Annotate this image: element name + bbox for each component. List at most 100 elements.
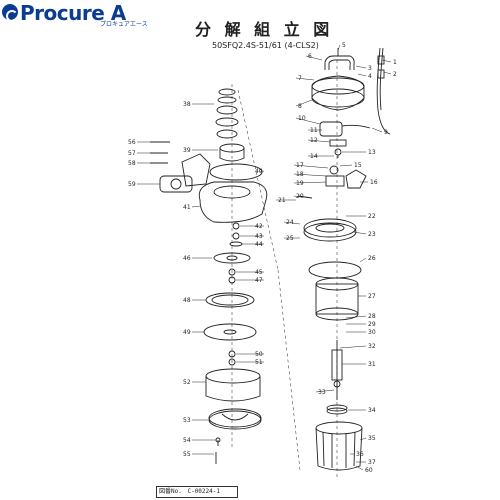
part-number-label: 19 [296, 180, 304, 187]
model-number: 50SFQ2.4S-51/61 (4-CLS2) [212, 41, 319, 50]
gland-parts [319, 121, 371, 158]
drawing-number-value: C-00224-1 [187, 488, 220, 495]
leader-line [293, 164, 329, 169]
part-number-label: 8 [298, 103, 302, 110]
brand-subtitle: プロキュアエース [100, 21, 148, 28]
part-number-label: 10 [298, 115, 306, 122]
leader-line [359, 257, 367, 263]
leader-line [371, 127, 383, 133]
part-number-label: 30 [368, 329, 376, 336]
leader-line [293, 173, 327, 177]
liner-ring-49 [205, 292, 255, 308]
leader-line [259, 170, 265, 173]
leader-line [315, 389, 335, 393]
part-number-label: 52 [183, 379, 191, 386]
part-number-label: 46 [183, 255, 191, 262]
part-number-label: 25 [286, 235, 294, 242]
part-number-label: 18 [296, 171, 304, 178]
diagram-title: 分 解 組 立 図 [195, 20, 334, 39]
part-number-label: 51 [255, 359, 263, 366]
part-number-label: 59 [128, 181, 136, 188]
part-number-label: 7 [298, 75, 302, 82]
brand-badge-icon [2, 4, 18, 22]
part-number-label: 12 [310, 137, 318, 144]
part-number-label: 31 [368, 361, 376, 368]
part-number-label: 56 [128, 139, 136, 146]
lifting-handle [324, 48, 355, 70]
leader-line [305, 55, 323, 61]
guide-line-lower [277, 269, 301, 471]
flange-bolts [150, 141, 170, 164]
guide-line-upper [237, 89, 279, 271]
leader-line [337, 44, 341, 51]
discharge-flange-59 [159, 175, 193, 193]
bracket-ring-23 [303, 218, 357, 242]
o-ring-40 [209, 163, 263, 181]
part-number-label: 22 [368, 213, 376, 220]
part-number-label: 17 [296, 162, 304, 169]
part-number-label: 49 [183, 329, 191, 336]
leader-line [293, 181, 327, 184]
part-number-label: 23 [368, 231, 376, 238]
part-number-label: 26 [368, 255, 376, 262]
drawing-number-box: 図番No. C-00224-1 [156, 486, 238, 498]
leader-line [355, 65, 367, 69]
motor-cover [311, 75, 365, 111]
part-number-label: 39 [183, 147, 191, 154]
part-number-label: 21 [278, 197, 286, 204]
part-number-label: 58 [128, 160, 136, 167]
part-number-label: 54 [183, 437, 191, 444]
part-number-label: 4 [368, 73, 372, 80]
leader-line [355, 465, 364, 471]
stator-27 [308, 261, 362, 321]
leader-lines [137, 44, 392, 471]
part-number-label: 57 [128, 150, 136, 157]
part-number-label: 47 [255, 277, 263, 284]
strainer-52 [205, 368, 261, 402]
part-number-label: 45 [255, 269, 263, 276]
leader-line [283, 221, 301, 225]
part-number-label: 3 [368, 65, 372, 72]
part-number-label: 14 [310, 153, 318, 160]
part-number-label: 38 [183, 101, 191, 108]
power-cable [376, 47, 391, 135]
part-number-label: 2 [393, 71, 397, 78]
part-number-label: 9 [384, 129, 388, 136]
part-number-label: 40 [255, 168, 263, 175]
part-number-label: 43 [255, 233, 263, 240]
part-number-label: 32 [368, 343, 376, 350]
part-number-label: 20 [296, 193, 304, 200]
leader-line [359, 437, 367, 441]
part-number-label: 36 [356, 451, 364, 458]
leader-line [295, 117, 321, 125]
brand-logo: Procure A プロキュアエース [0, 0, 160, 30]
part-number-label: 11 [310, 127, 318, 134]
part-number-label: 5 [342, 42, 346, 49]
screw-51 [228, 358, 236, 366]
part-number-label: 6 [308, 53, 312, 60]
part-labels: 1234567891011121314151617181920212223242… [128, 42, 397, 474]
part-number-label: 28 [368, 313, 376, 320]
leader-line [345, 315, 367, 319]
bottom-plate-53 [208, 408, 262, 430]
part-number-label: 37 [368, 459, 376, 466]
part-number-label: 44 [255, 241, 263, 248]
nut-45 [228, 268, 236, 276]
leader-line [191, 205, 201, 208]
part-number-label: 29 [368, 321, 376, 328]
part-number-label: 55 [183, 451, 191, 458]
part-number-label: 33 [318, 389, 326, 396]
suction-plate [203, 323, 257, 341]
leader-line [353, 231, 367, 235]
part-number-label: 53 [183, 417, 191, 424]
leader-line [381, 59, 392, 63]
leader-line [357, 73, 367, 77]
part-number-label: 41 [183, 204, 191, 211]
leader-line [339, 164, 353, 167]
part-number-label: 24 [286, 219, 294, 226]
mechanical-seal-38 [215, 88, 239, 139]
leader-line [339, 345, 367, 349]
drawing-number-label: 図番No. [159, 488, 182, 495]
leader-line [295, 77, 315, 81]
